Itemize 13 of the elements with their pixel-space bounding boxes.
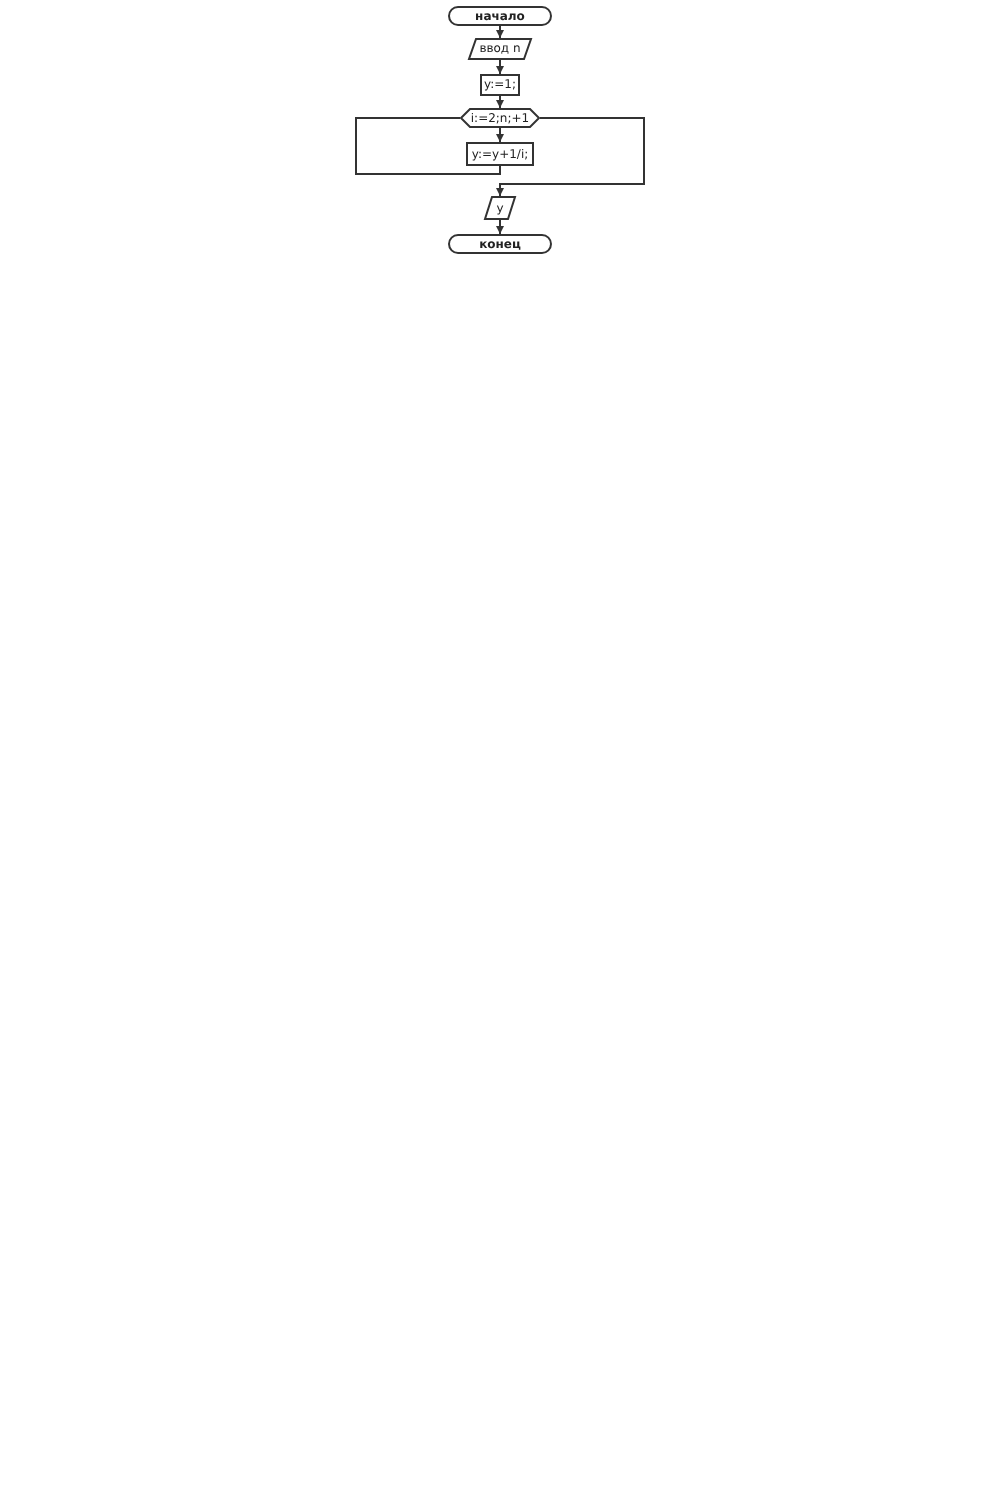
arrow: [496, 59, 504, 75]
arrow: [496, 219, 504, 235]
arrow: [496, 127, 504, 143]
connector-line: [355, 117, 501, 175]
terminator-shape: [448, 6, 552, 26]
io-parallelogram: [484, 196, 516, 220]
arrow: [496, 117, 645, 197]
arrow: [496, 95, 504, 109]
terminator-shape: [448, 234, 552, 254]
process-box: [466, 142, 534, 166]
arrow: [496, 25, 504, 39]
loop-hexagon: [460, 108, 540, 128]
io-parallelogram: [468, 38, 532, 60]
